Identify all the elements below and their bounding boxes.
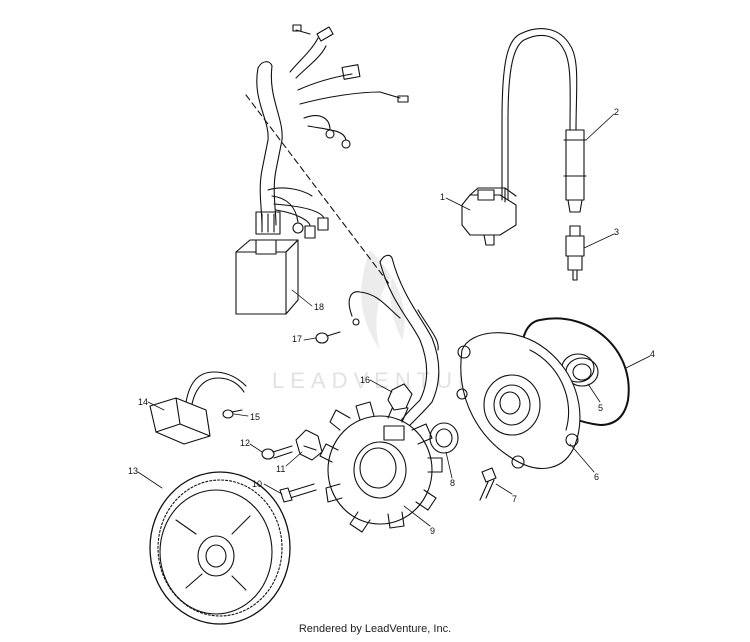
cdi-box: [235, 239, 299, 315]
screw-15: [222, 409, 243, 419]
callout-18: 18: [314, 302, 324, 312]
screw-12: [261, 445, 293, 460]
callout-11: 11: [276, 464, 285, 474]
callouts: 1 2 3 4 5 6 7 8 9 10 11 12 13 14 15 16 1…: [128, 107, 655, 536]
callout-6: 6: [594, 472, 599, 482]
leader-lines: [137, 113, 651, 527]
watermark-logo-icon: [361, 250, 405, 350]
stator-lead-wire: [379, 254, 440, 433]
callout-1: 1: [440, 192, 445, 202]
callout-16: 16: [360, 375, 370, 385]
spark-plug: [565, 225, 585, 281]
callout-8: 8: [450, 478, 455, 488]
stator-housing: [456, 332, 581, 469]
callout-9: 9: [430, 526, 435, 536]
callout-13: 13: [128, 466, 138, 476]
callout-7: 7: [512, 494, 517, 504]
wiring-harness: [255, 24, 409, 239]
bolt-10: [279, 483, 317, 503]
bracket-11: [295, 429, 323, 461]
callout-2: 2: [614, 107, 619, 117]
callout-14: 14: [138, 397, 148, 407]
callout-4: 4: [650, 349, 655, 359]
seal-8: [429, 422, 459, 454]
callout-10: 10: [252, 479, 262, 489]
clamp-16: [387, 383, 413, 411]
flywheel: [149, 471, 291, 625]
stator: [319, 401, 443, 533]
callout-3: 3: [614, 227, 619, 237]
bolt-7: [479, 467, 497, 501]
leader-dashed: [245, 94, 391, 286]
watermark-text: LEADVENTURE: [272, 368, 501, 393]
callout-12: 12: [240, 438, 250, 448]
watermark: LEADVENTURE: [272, 250, 501, 393]
spark-plug-cap: [563, 129, 587, 213]
callout-15: 15: [250, 412, 260, 422]
callout-17: 17: [292, 334, 302, 344]
pulser-coil: [149, 371, 247, 445]
ignition-coil: [461, 28, 578, 246]
callout-5: 5: [598, 403, 603, 413]
ground-lead: [315, 291, 401, 344]
footer-credit: Rendered by LeadVenture, Inc.: [298, 623, 452, 635]
